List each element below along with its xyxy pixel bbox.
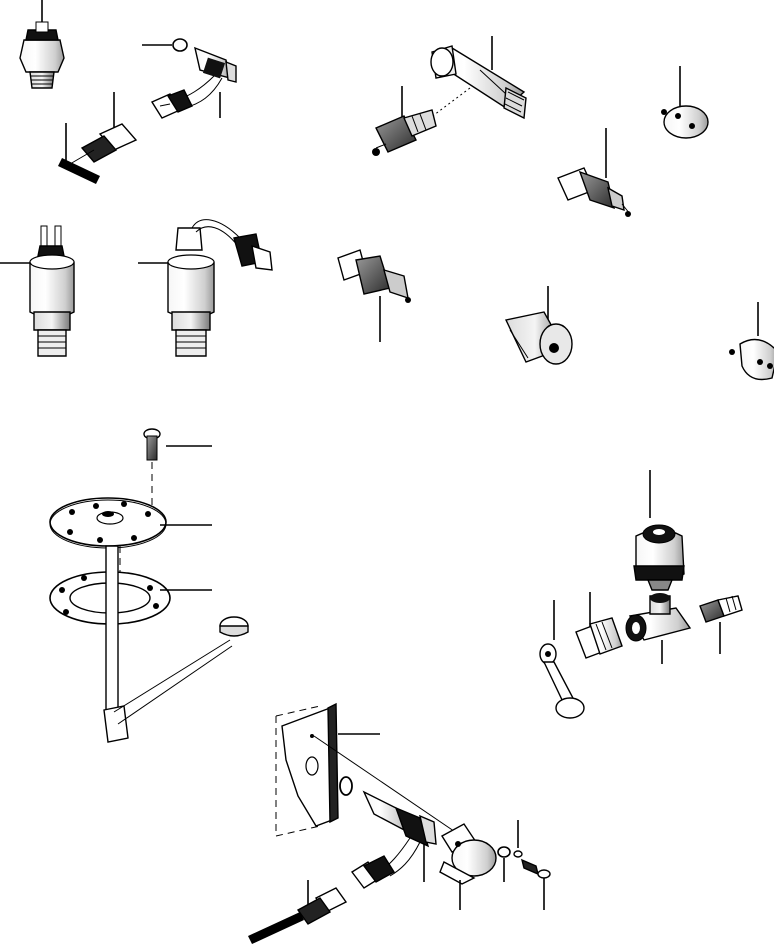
pressure-switch — [19, 0, 65, 89]
o-ring — [142, 38, 188, 52]
spade-connector — [248, 880, 348, 944]
pressure-gauge-sender — [633, 470, 685, 591]
o-ring — [339, 776, 353, 796]
reducer — [699, 595, 743, 654]
temperature-sender — [372, 86, 437, 156]
pressure-gauge-sender — [439, 823, 497, 910]
cylindrical-switch-wired — [138, 219, 273, 357]
dome-sender — [661, 66, 709, 139]
connector — [150, 89, 193, 119]
float-arm — [103, 545, 249, 743]
link-arm — [539, 600, 585, 719]
temperature-sensor — [557, 128, 631, 217]
adapter — [575, 592, 623, 659]
banjo-fitting — [429, 36, 527, 120]
gasket — [49, 571, 212, 625]
mounting-flange — [49, 497, 212, 574]
threaded-sensor — [337, 249, 411, 342]
bolt — [520, 858, 551, 910]
washer — [497, 820, 523, 882]
screw — [143, 428, 212, 514]
connector — [350, 855, 395, 889]
connector-plug — [58, 92, 138, 184]
bracket — [275, 702, 471, 843]
button-sender — [729, 302, 774, 381]
cylindrical-switch-2-pin — [0, 225, 75, 357]
tee-fitting — [625, 593, 692, 664]
wired-pressure-switch — [362, 790, 437, 882]
round-sender — [504, 286, 573, 365]
